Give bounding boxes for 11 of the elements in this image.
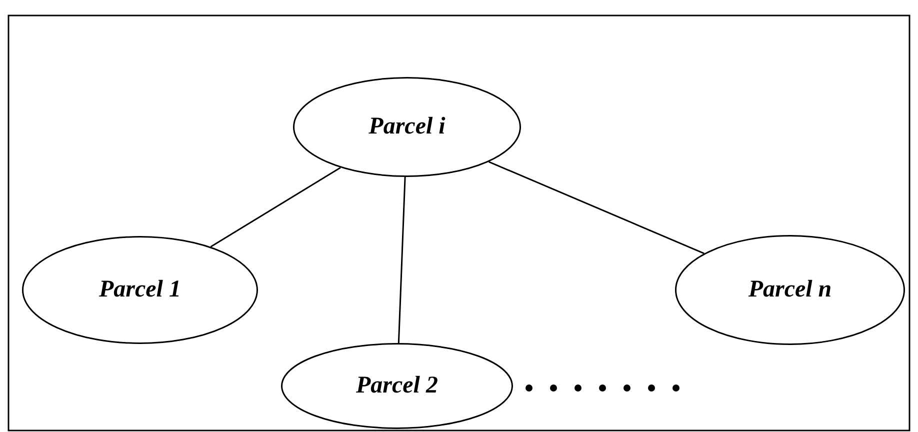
- parcel-ellipse: [675, 235, 905, 345]
- node-label: Parcel i: [368, 114, 446, 140]
- connector-line: [398, 176, 406, 344]
- connector-line: [488, 161, 704, 254]
- parcel-ellipse: [281, 343, 513, 429]
- node-label: Parcel n: [747, 276, 833, 304]
- node-label: Parcel 1: [98, 276, 182, 304]
- connector-line: [210, 166, 341, 248]
- parcel-ellipse: [293, 77, 521, 177]
- parcel-ellipse: [22, 236, 258, 344]
- node-label: Parcel 2: [355, 372, 439, 400]
